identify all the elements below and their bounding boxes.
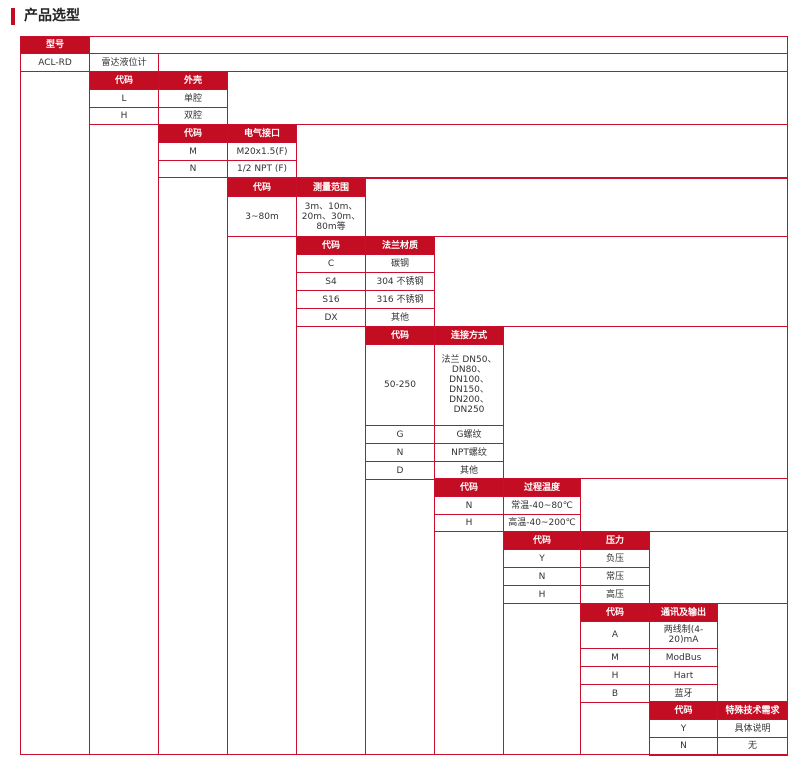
option-name: 3m、10m、 20m、30m、 80m等 <box>296 196 366 237</box>
option-code: 50-250 <box>365 344 435 426</box>
option-name: G螺纹 <box>434 425 504 444</box>
option-code: B <box>580 684 650 703</box>
option-code: DX <box>296 308 366 327</box>
option-header: 测量范围 <box>296 178 366 197</box>
spine-column <box>503 603 581 755</box>
spine-column <box>158 177 228 755</box>
option-header: 法兰材质 <box>365 236 435 255</box>
option-name: 法兰 DN50、 DN80、 DN100、 DN150、 DN200、 DN25… <box>434 344 504 426</box>
model-header: 型号 <box>20 36 90 54</box>
option-code: Y <box>503 549 581 568</box>
option-name: M20x1.5(F) <box>227 142 297 161</box>
option-code: H <box>434 514 504 532</box>
option-code: L <box>89 89 159 108</box>
option-header: 外壳 <box>158 71 228 90</box>
spine-column <box>434 531 504 755</box>
option-code: G <box>365 425 435 444</box>
header-row-filler <box>89 36 788 54</box>
spine-column <box>580 702 650 755</box>
option-code: C <box>296 254 366 273</box>
option-header: 特殊技术需求 <box>717 701 788 720</box>
spine-column <box>296 326 366 755</box>
model-row-filler <box>158 53 788 72</box>
row-filler <box>580 478 788 532</box>
option-code: N <box>503 567 581 586</box>
option-code: S16 <box>296 290 366 309</box>
row-filler <box>503 326 788 480</box>
option-code: A <box>580 621 650 649</box>
option-code: H <box>89 107 159 125</box>
code-header: 代码 <box>158 124 228 143</box>
option-header: 电气接口 <box>227 124 297 143</box>
code-header: 代码 <box>296 236 366 255</box>
option-name: NPT螺纹 <box>434 443 504 462</box>
code-header: 代码 <box>434 478 504 497</box>
spine-column <box>89 124 159 755</box>
option-code: N <box>434 496 504 515</box>
row-filler <box>717 603 788 703</box>
code-header: 代码 <box>580 603 650 622</box>
model-code: ACL-RD <box>20 53 90 72</box>
option-name: 双腔 <box>158 107 228 125</box>
model-name: 雷达液位计 <box>89 53 159 72</box>
option-name: 高温-40~200℃ <box>503 514 581 532</box>
title-accent-bar <box>11 8 15 25</box>
option-header: 过程温度 <box>503 478 581 497</box>
option-name: 1/2 NPT (F) <box>227 160 297 178</box>
row-filler <box>434 236 788 327</box>
spine-column <box>227 236 297 755</box>
option-name: 其他 <box>365 308 435 327</box>
option-code: N <box>158 160 228 178</box>
option-name: ModBus <box>649 648 718 667</box>
option-code: M <box>580 648 650 667</box>
option-name: 常压 <box>580 567 650 586</box>
option-name: Hart <box>649 666 718 685</box>
code-header: 代码 <box>89 71 159 90</box>
code-header: 代码 <box>649 701 718 720</box>
option-code: H <box>580 666 650 685</box>
option-code: H <box>503 585 581 604</box>
option-name: 碳钢 <box>365 254 435 273</box>
option-name: 316 不锈钢 <box>365 290 435 309</box>
row-filler <box>365 178 788 237</box>
spine-column <box>365 479 435 755</box>
option-name: 无 <box>717 737 788 755</box>
row-filler <box>296 124 788 178</box>
option-code: N <box>365 443 435 462</box>
page-title: 产品选型 <box>24 8 80 24</box>
table-footer <box>649 754 788 756</box>
row-filler <box>649 531 788 604</box>
code-header: 代码 <box>365 326 435 345</box>
code-header: 代码 <box>503 531 581 550</box>
row-filler <box>227 71 788 125</box>
option-code: S4 <box>296 272 366 291</box>
option-header: 连接方式 <box>434 326 504 345</box>
option-name: 304 不锈钢 <box>365 272 435 291</box>
option-code: N <box>649 737 718 755</box>
option-name: 两线制(4- 20)mA <box>649 621 718 649</box>
option-name: 单腔 <box>158 89 228 108</box>
option-name: 常温-40~80℃ <box>503 496 581 515</box>
option-name: 具体说明 <box>717 719 788 738</box>
option-header: 通讯及输出 <box>649 603 718 622</box>
option-code: D <box>365 461 435 480</box>
option-name: 负压 <box>580 549 650 568</box>
option-code: 3~80m <box>227 196 297 237</box>
option-header: 压力 <box>580 531 650 550</box>
spine-column <box>20 71 90 755</box>
code-header: 代码 <box>227 178 297 197</box>
option-code: M <box>158 142 228 161</box>
option-name: 高压 <box>580 585 650 604</box>
option-code: Y <box>649 719 718 738</box>
